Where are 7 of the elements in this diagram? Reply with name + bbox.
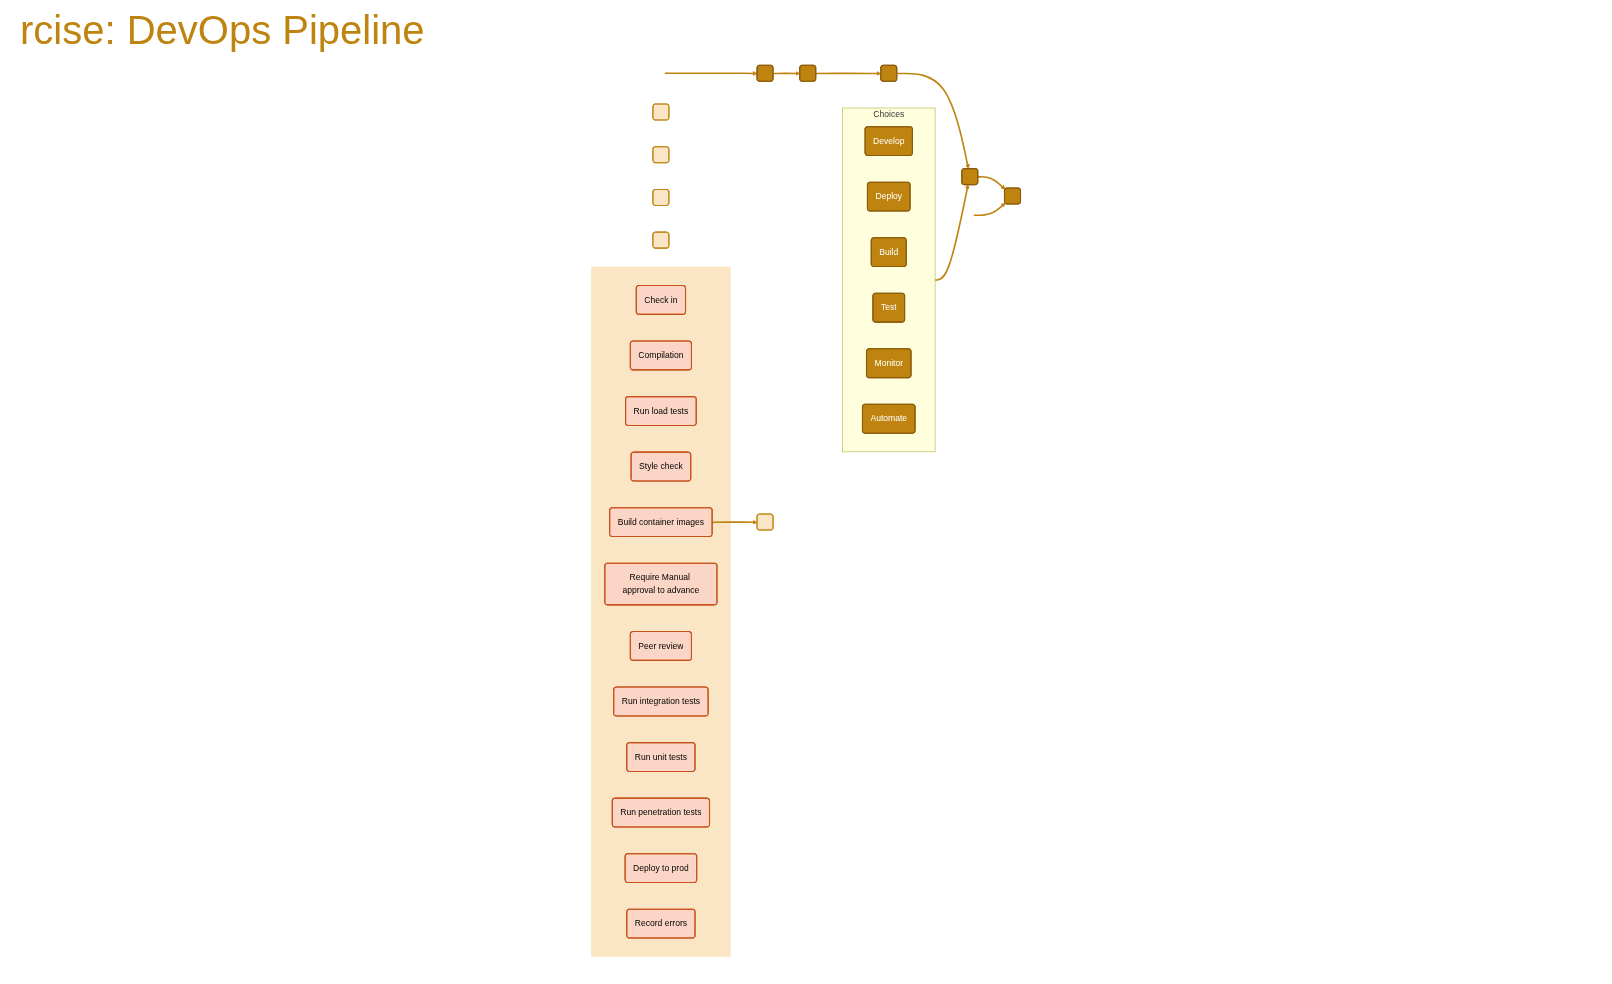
arrow [977, 176, 1006, 190]
arrow [973, 202, 1006, 217]
arrow [934, 184, 970, 281]
cluster [591, 266, 731, 957]
arrow [664, 71, 758, 76]
diagram-title: rcise: DevOps Pipeline [20, 8, 426, 53]
arrow [896, 72, 970, 170]
